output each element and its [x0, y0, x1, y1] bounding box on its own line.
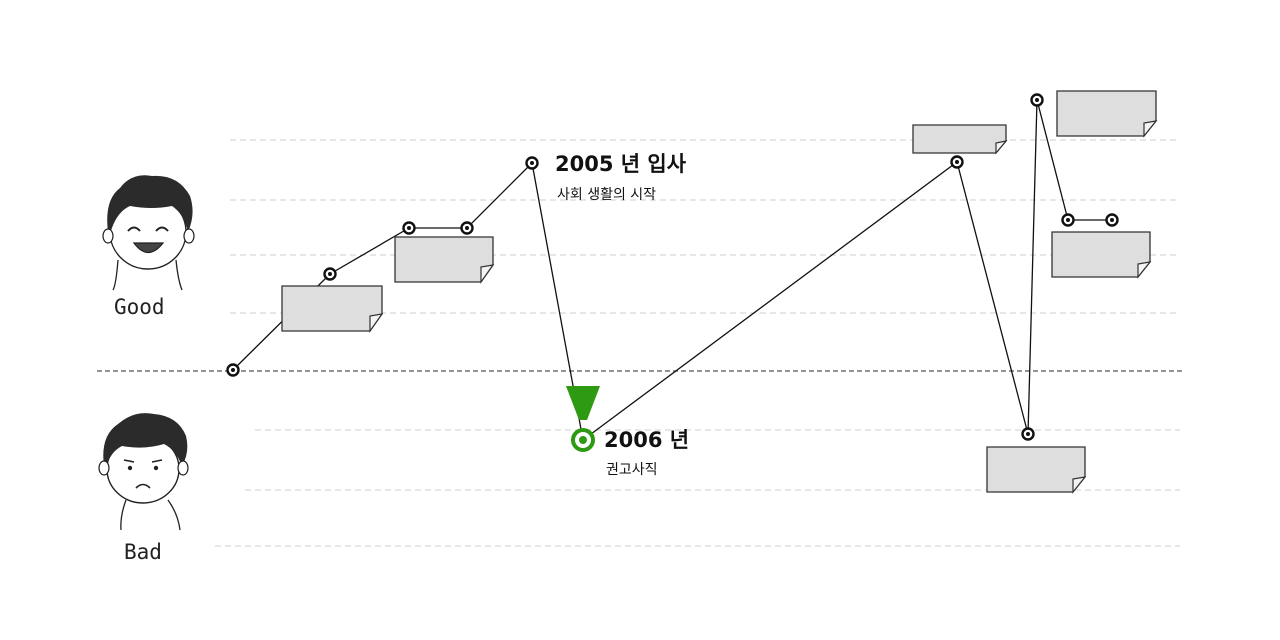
curve-node — [460, 221, 474, 235]
curve-node — [402, 221, 416, 235]
curve-node — [1030, 93, 1044, 107]
current-position-marker-icon — [566, 386, 600, 452]
note-card — [912, 124, 1008, 155]
curve-node — [1105, 213, 1119, 227]
bad-label: Bad — [124, 540, 162, 564]
event-title-2005: 2005 년 입사 — [555, 152, 687, 176]
good-label: Good — [114, 295, 165, 319]
curve-node — [950, 155, 964, 169]
curve-node — [226, 363, 240, 377]
curve-node — [323, 267, 337, 281]
curve-node — [1061, 213, 1075, 227]
note-card — [281, 285, 384, 333]
note-card — [394, 236, 495, 284]
happy-face-icon — [102, 175, 195, 291]
curve-node — [525, 156, 539, 170]
note-card — [1056, 90, 1158, 138]
event-subtitle-2005: 사회 생활의 시작 — [557, 187, 656, 203]
sad-face-icon — [98, 413, 189, 531]
curve-node — [1021, 427, 1035, 441]
event-subtitle-2006: 권고사직 — [606, 462, 658, 478]
event-title-2006: 2006 년 — [604, 428, 689, 452]
note-card — [1051, 231, 1152, 279]
curve-nodes — [226, 93, 1119, 441]
note-card — [986, 446, 1087, 494]
